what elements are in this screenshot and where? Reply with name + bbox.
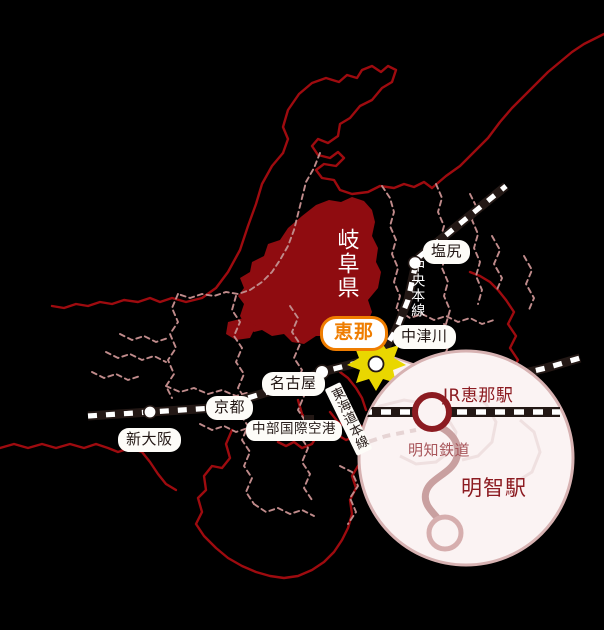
station-label-shin-osaka[interactable]: 新大阪	[118, 428, 181, 452]
inset-ghost-geography	[359, 390, 542, 484]
inset-label-akechi-station[interactable]: 明智駅	[461, 476, 527, 500]
inset-marker-akechi-station	[426, 514, 464, 552]
station-label-nagoya[interactable]: 名古屋	[262, 372, 325, 396]
station-marker-shin-osaka	[143, 404, 158, 419]
line-label-tokaido-honsen: 東海道本線	[326, 385, 370, 453]
line-label-chuo-honsen: 中央本線	[409, 258, 426, 318]
prefecture-label: 岐阜県	[333, 228, 359, 300]
station-marker-shiojiri	[407, 255, 423, 271]
inset-ghost-rail	[359, 428, 417, 448]
highlight-label-ena[interactable]: 恵那	[320, 316, 389, 351]
station-label-shiojiri[interactable]: 塩尻	[423, 240, 471, 264]
inset-marker-jr-ena-station	[412, 392, 452, 432]
inset-label-jr-ena-station[interactable]: JR恵那駅	[443, 386, 514, 406]
inset-line-akechi-railway	[421, 420, 462, 528]
station-label-kyoto[interactable]: 京都	[206, 396, 254, 420]
station-label-centrair[interactable]: 中部国際空港	[246, 420, 342, 441]
gifu-south-shape	[226, 318, 256, 340]
inset-label-akechi-railway: 明知鉄道	[408, 441, 471, 459]
station-label-nakatsugawa[interactable]: 中津川	[393, 325, 456, 349]
gifu-prefecture-shape	[238, 197, 381, 344]
